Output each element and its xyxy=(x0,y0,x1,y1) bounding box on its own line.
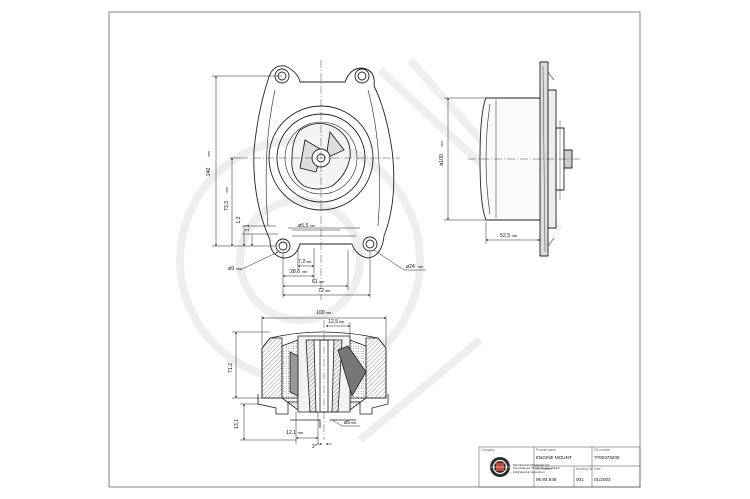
unit-label: mm xyxy=(306,260,312,264)
unit-label: mm xyxy=(512,234,518,238)
sheet-frame xyxy=(108,11,641,488)
part-number-label: Art. number xyxy=(536,467,553,471)
unit-label: mm xyxy=(418,265,424,269)
dim-width-12-1: 12,1 xyxy=(286,430,296,436)
dim-offset-3-1: 3,1 xyxy=(245,224,251,231)
unit-label: mm xyxy=(440,141,444,147)
side-view-dimensions xyxy=(444,97,540,244)
unit-label: mm xyxy=(225,187,229,193)
dim-width-72: 72 xyxy=(318,288,324,294)
unit-label: mm xyxy=(325,289,331,293)
company-line: Tarczyńska 4A, 07-100 Wrocław, Poland xyxy=(513,467,560,471)
dim-dia-100-side: ø100 xyxy=(439,154,445,166)
unit-label: mm xyxy=(298,431,304,435)
unit-label: mm xyxy=(326,311,332,315)
part-number: 96 84 848 xyxy=(536,477,557,482)
dim-dia-5: ø5 xyxy=(344,420,350,426)
unit-label: mm xyxy=(351,421,357,425)
unit-label: mm xyxy=(236,267,242,271)
unit-label: mm xyxy=(319,280,325,284)
dim-height-140: 140 xyxy=(206,168,212,177)
dim-width-61: 61 xyxy=(312,279,318,285)
company-label: Company xyxy=(481,448,495,452)
dim-offset-1-2: 1,2 xyxy=(236,216,242,223)
unit-label: mm xyxy=(207,151,211,157)
dim-depth-52-5: 52,5 xyxy=(500,233,510,239)
product-name-label: Product name xyxy=(536,448,556,452)
dim-height-71-2: 71,2 xyxy=(228,363,234,373)
dim-width-28-6: 28,6 xyxy=(290,269,300,275)
oe-number-label: OE number xyxy=(594,448,611,452)
date-label: Date xyxy=(594,467,601,471)
dim-hole-9: ø9 xyxy=(228,266,234,272)
product-name: ENGINE MOUNT xyxy=(536,455,572,460)
company-line: info@dan-pl.pl, www.dan.pl xyxy=(513,470,545,474)
dim-width-7-2: 7,2 xyxy=(298,259,305,265)
front-view xyxy=(240,60,400,300)
title-block xyxy=(478,446,641,488)
date-value: 01/2003 xyxy=(594,477,611,482)
company-logo xyxy=(490,457,510,477)
unit-label: mm xyxy=(339,320,345,324)
dim-hole-5-5: ø5,5 xyxy=(298,223,308,229)
front-view-dimensions xyxy=(212,75,426,298)
unit-label: mm xyxy=(302,270,308,274)
dim-hole-24: ø24 xyxy=(406,264,415,270)
company-address: DAN Wojciech Michałowski S.A. Tarczyńska… xyxy=(513,464,563,474)
dim-height-13-1: 13,1 xyxy=(234,419,240,429)
dim-width-100-section: 100 xyxy=(316,310,325,316)
sheet-number: 001 xyxy=(576,477,584,482)
section-view xyxy=(257,320,389,440)
sheet-label: Drawing No xyxy=(576,467,593,471)
side-view xyxy=(468,61,580,257)
unit-label: mm xyxy=(310,224,316,228)
dim-width-12-5: 12,5 xyxy=(328,319,338,325)
section-view-dimensions xyxy=(232,316,387,445)
company-line: DAN Wojciech Michałowski S.A. xyxy=(513,464,550,467)
dim-height-73-3: 73,3 xyxy=(224,201,230,211)
dim-angle-2: 2° xyxy=(312,444,317,450)
oe-number: 7700470208 xyxy=(594,455,620,460)
